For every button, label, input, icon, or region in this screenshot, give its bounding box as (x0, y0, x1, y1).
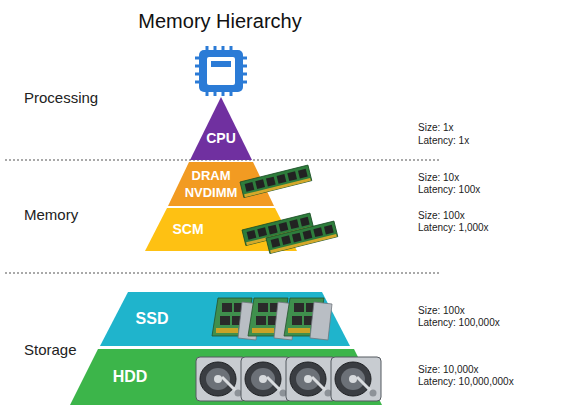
section-label: Processing (24, 89, 98, 106)
memory-stick (266, 221, 338, 253)
dram-band: DRAM NVDIMM (168, 162, 274, 206)
metric-label: Size: 1x (418, 122, 454, 133)
band-outline (190, 97, 252, 160)
section-label: Storage (24, 341, 77, 358)
band-label: HDD (100, 367, 160, 386)
metric-label: Size: 10x (418, 172, 459, 183)
metric-label: Size: 10,000x (418, 364, 479, 375)
band-shape (100, 292, 350, 346)
metric-label: Size: 100x (418, 305, 465, 316)
cpu-chip-icon (195, 46, 247, 96)
metric-label: Latency: 100x (418, 184, 480, 195)
hard-disk (286, 357, 336, 401)
hard-disk (196, 357, 246, 401)
band-label: SCM (163, 221, 213, 238)
ssd-board (284, 298, 332, 340)
diagram-title: Memory Hierarchy (100, 10, 340, 33)
hard-disk (331, 357, 381, 401)
metric-label: Latency: 10,000,000x (418, 376, 514, 387)
metric-label: Size: 100x (418, 210, 465, 221)
band-shape (168, 162, 274, 206)
chip-mark (211, 61, 231, 67)
memory-stick (242, 213, 314, 245)
ssd-board (212, 298, 260, 340)
band-outline (145, 208, 297, 251)
band-shape (145, 208, 297, 251)
scm-band: SCM (145, 208, 297, 251)
band-shape (70, 349, 382, 405)
chip-body (199, 50, 243, 92)
ssd-board (248, 298, 296, 340)
metric-label: Latency: 1,000x (418, 222, 489, 233)
chip-die (207, 57, 235, 85)
hdd-band: HDD (70, 349, 382, 405)
ssd-band: SSD (100, 292, 350, 346)
metric-label: Latency: 100,000x (418, 317, 500, 328)
band-label: CPU (201, 130, 241, 147)
memory-stick (240, 165, 312, 197)
hard-disk (241, 357, 291, 401)
cpu-band: CPU (190, 97, 252, 160)
band-label: DRAM NVDIMM (176, 167, 246, 201)
section-label: Memory (24, 206, 78, 223)
band-shape (190, 97, 252, 160)
band-label: SSD (124, 309, 180, 328)
metric-label: Latency: 1x (418, 135, 469, 146)
chip-pins (195, 46, 247, 96)
divider-line (5, 272, 440, 273)
